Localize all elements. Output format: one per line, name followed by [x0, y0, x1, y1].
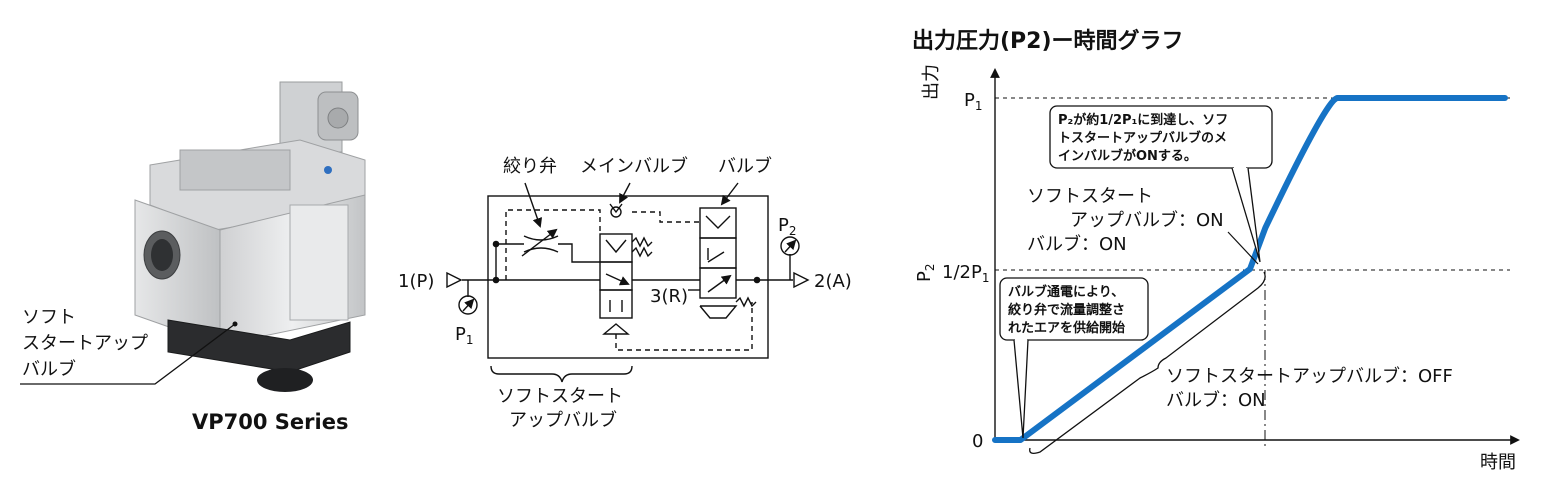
- circuit-diagram: [446, 182, 810, 383]
- note-bottom-line-1: バルブ通電により、: [1008, 284, 1124, 300]
- state-on-line-3: バルブ：ON: [1027, 233, 1127, 255]
- main-valve-upper: [599, 233, 633, 263]
- note-bottom-line-2: 絞り弁で流量調整さ: [1008, 302, 1125, 318]
- bracket-label-2: アップバルブ: [509, 409, 617, 431]
- tick-half: 1/2P1: [942, 262, 989, 285]
- valve-lower: [699, 267, 737, 299]
- y-axis-label: 出力: [921, 64, 942, 100]
- callout-line-2: スタートアップ: [22, 333, 148, 354]
- gauge-p1: [458, 295, 478, 315]
- callout-line-1: ソフト: [22, 307, 76, 328]
- gauge-p2: [780, 236, 800, 256]
- label-valve: バルブ: [718, 155, 772, 177]
- graph-title: 出力圧力(P2)ー時間グラフ: [912, 28, 1184, 54]
- series-name: VP700 Series: [192, 410, 348, 434]
- note-bottom: [999, 277, 1149, 439]
- port-in-label: 1(P): [398, 271, 434, 292]
- bracket-label-1: ソフトスタート: [497, 386, 623, 407]
- label-main-valve: メインバルブ: [580, 155, 688, 177]
- tick-p1: P1: [964, 90, 983, 113]
- throttle-arrow: [521, 228, 558, 257]
- product-illustration: [20, 81, 366, 392]
- port-exhaust-label: 3(R): [650, 286, 688, 307]
- note-top-line-2: トスタートアップバルブのメ: [1058, 130, 1227, 146]
- note-top-line-3: インバルブがONする。: [1058, 148, 1197, 164]
- note-bottom-line-3: れたエアを供給開始: [1008, 320, 1125, 336]
- main-valve-lower: [599, 289, 633, 319]
- circuit-enclosure: [487, 195, 769, 359]
- port-in-triangle: [446, 271, 463, 289]
- state-on-leader: [1227, 231, 1259, 265]
- gauge-p1-label: P1: [455, 324, 474, 347]
- x-axis-label: 時間: [1480, 452, 1516, 473]
- gauge-p2-label: P2: [778, 215, 797, 238]
- p2-side-label: P2: [914, 264, 937, 283]
- state-off-line-1: ソフトスタートアップバルブ：OFF: [1166, 365, 1453, 387]
- state-on-line-2: アップバルブ：ON: [1070, 209, 1224, 231]
- callout-line-3: バルブ: [22, 358, 76, 380]
- valve-upper: [699, 207, 737, 239]
- note-top: [1049, 105, 1273, 263]
- ramp-brace: [1029, 271, 1266, 454]
- note-top-line-1: P₂が約1/2P₁に到達し、ソフ: [1058, 112, 1228, 128]
- valve-mid: [699, 237, 737, 269]
- state-on-line-1: ソフトスタート: [1027, 186, 1153, 207]
- pressure-curve: [992, 95, 1508, 443]
- state-off-line-2: バルブ：ON: [1166, 389, 1266, 411]
- label-throttle: 絞り弁: [503, 156, 557, 177]
- port-out-label: 2(A): [814, 271, 852, 292]
- main-valve-mid: [599, 261, 633, 291]
- port-out-triangle: [793, 271, 810, 289]
- tick-zero: 0: [972, 431, 983, 452]
